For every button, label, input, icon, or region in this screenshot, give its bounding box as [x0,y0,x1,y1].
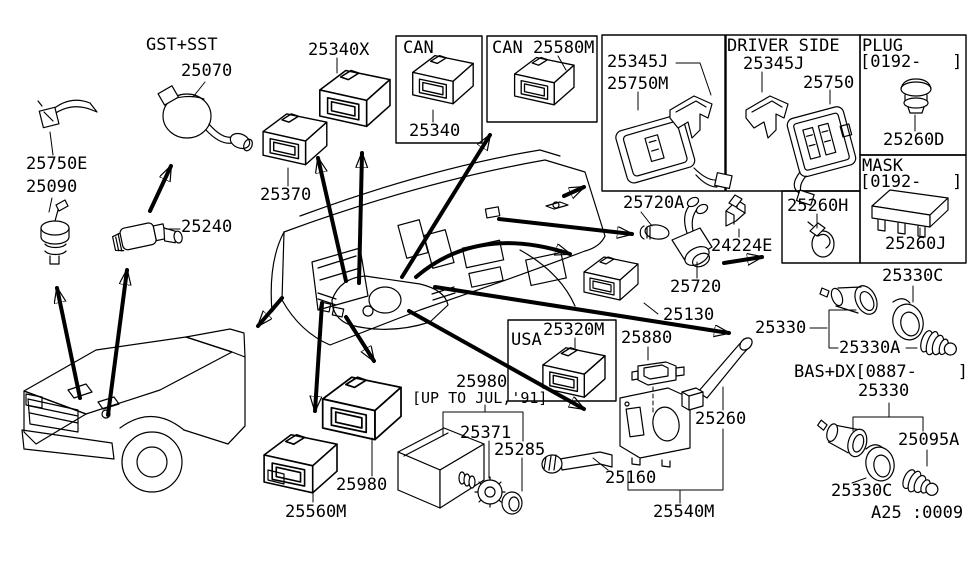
truck-front-art [21,328,246,493]
part-label-25260J: 25260J [885,234,947,254]
group-header-can2: CAN [492,38,523,58]
part-label-25371: 25371 [460,423,512,443]
part-label-25240: 25240 [181,217,233,237]
part-label-25560M: 25560M [285,502,347,522]
group-header-mask: MASK [862,156,903,176]
group-header-can: CAN [403,38,434,58]
group-header-usa: USA [511,330,542,350]
note-up-to-jul: [UP TO JUL,'91] [412,389,548,407]
part-25345J-right-art [745,95,789,139]
part-label-25345J-left: 25345J [607,52,669,72]
part-label-25750E: 25750E [26,154,88,174]
group-header-gst-sst: GST+SST [146,35,218,55]
group-boxes [395,34,967,402]
leader-lines [48,55,928,504]
part-label-25260H: 25260H [787,196,849,216]
part-25580M-art [513,56,575,106]
part-25070-art [157,85,253,152]
part-label-25330C-upper: 25330C [882,266,944,286]
part-label-25090: 25090 [26,177,78,197]
part-label-25540M: 25540M [653,502,715,522]
part-25980-lower-art [321,376,402,441]
part-label-25260: 25260 [695,409,747,429]
part-25260H-art [807,221,835,258]
part-25371-art [474,476,506,508]
group-header-plug: PLUG [862,36,903,56]
part-label-25880: 25880 [621,328,673,348]
part-label-25330-bas: 25330 [858,381,910,401]
part-label-25095A: 25095A [898,430,960,450]
part-label-25130: 25130 [663,305,715,325]
part-label-25340: 25340 [409,121,461,141]
part-label-25720A: 25720A [623,193,685,213]
part-25330-socket-art [819,285,878,315]
dashboard-art [270,149,606,346]
part-25750E-art [37,99,98,129]
part-25260D-art [900,78,932,114]
part-25160-lever-art [541,451,613,474]
group-header-mask-range: [0192- ] [860,172,963,192]
part-label-25580M: 25580M [533,38,595,58]
part-label-25330C-lower: 25330C [831,481,893,501]
group-header-plug-range: [0192- ] [860,52,963,72]
part-25880-art [631,361,685,386]
part-25720A-art [639,224,670,240]
part-label-25340X: 25340X [308,40,370,60]
group-header-driver-side: DRIVER SIDE [727,36,840,56]
part-label-25750: 25750 [803,73,855,93]
part-25330C-upper-art [892,298,924,341]
part-25560M-art [263,433,338,494]
part-label-25285: 25285 [494,440,546,460]
part-25130-art [583,256,639,301]
part-label-25750M: 25750M [607,74,669,94]
part-label-25980-lower: 25980 [336,475,388,495]
part-25340-art [412,54,474,105]
pointer-arrows [57,133,764,417]
part-label-25070: 25070 [181,61,233,81]
part-25095A-art [902,469,939,496]
part-25980-relay-art [397,427,485,509]
part-25240-art [111,222,183,252]
part-label-25720: 25720 [670,277,722,297]
part-label-25260D: 25260D [883,130,945,150]
group-header-bas-dx: BAS+DX[0887- ] [794,362,968,382]
part-label-25980-upper: 25980 [456,372,508,392]
part-25720-art [671,196,713,268]
part-25090-art [40,199,70,265]
part-25330A-art [920,330,957,356]
part-label-24224E: 24224E [711,236,773,256]
part-label-25320M: 25320M [543,320,605,340]
part-25330-bas-art [817,419,868,458]
figure-footer-code: A25 :0009 [871,503,964,523]
part-24224E-art [725,194,746,227]
part-label-25160: 25160 [605,468,657,488]
part-25260J-art [871,189,949,238]
part-25340X-art [319,69,391,128]
part-label-25330A: 25330A [839,338,901,358]
part-25285-art [501,491,523,515]
part-label-25345J-right: 25345J [743,54,805,74]
part-label-25330-mid: 25330 [755,318,807,338]
part-25330C-lower-art [865,444,895,482]
part-25750M-art [615,114,733,190]
part-25750-art [786,106,857,206]
part-25260-stalk-art [681,337,753,411]
part-label-25370: 25370 [260,185,312,205]
part-25540M-art [619,387,691,468]
